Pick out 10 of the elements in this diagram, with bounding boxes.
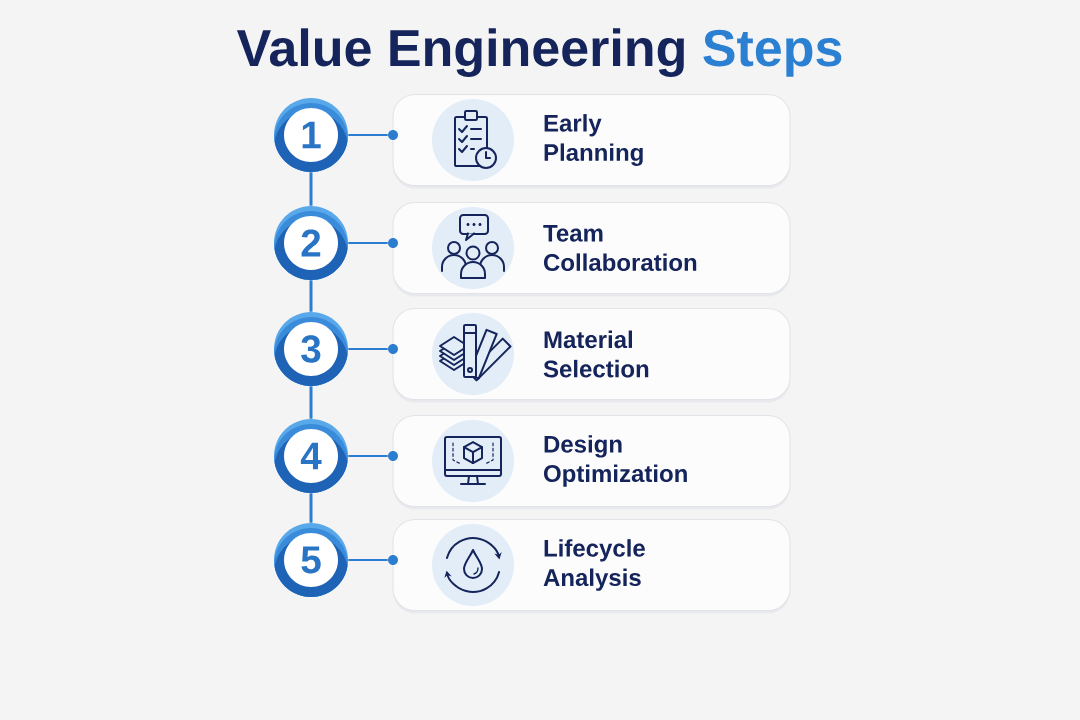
connector-line [347, 348, 389, 350]
title: Value Engineering Steps [236, 28, 842, 77]
timeline-line [309, 172, 313, 206]
timeline-line [309, 493, 313, 523]
connector-line [347, 455, 389, 457]
connector-line [347, 134, 389, 136]
connector-line [347, 242, 389, 244]
timeline-line [309, 386, 313, 419]
timeline-line [309, 280, 313, 312]
connector-line [347, 559, 389, 561]
